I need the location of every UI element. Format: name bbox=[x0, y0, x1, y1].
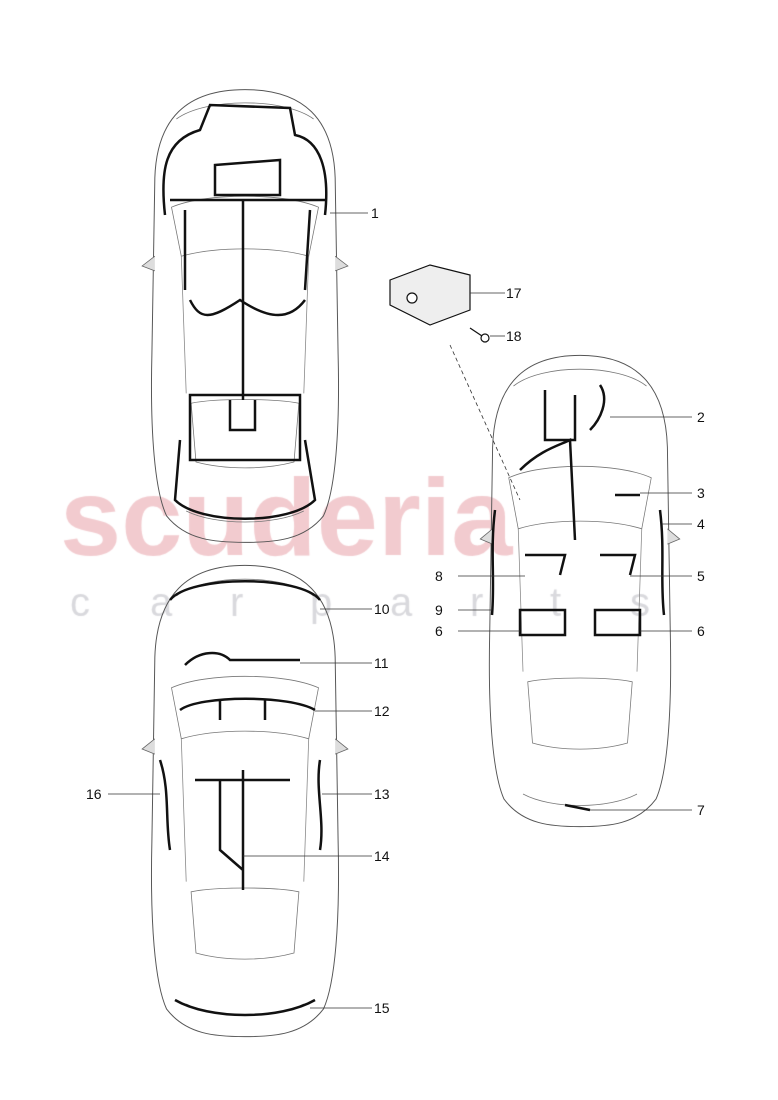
callout-13: 13 bbox=[374, 786, 390, 802]
harness-10-16 bbox=[158, 580, 323, 1017]
car-bottom-left bbox=[141, 564, 349, 1038]
callout-5: 5 bbox=[697, 568, 705, 584]
callout-3: 3 bbox=[697, 485, 705, 501]
control-unit-17 bbox=[389, 264, 471, 326]
callout-8: 8 bbox=[435, 568, 443, 584]
callout-11: 11 bbox=[374, 655, 389, 671]
callout-16: 16 bbox=[86, 786, 102, 802]
callout-12: 12 bbox=[374, 703, 390, 719]
callout-2: 2 bbox=[697, 409, 705, 425]
callout-4: 4 bbox=[697, 516, 705, 532]
callout-10: 10 bbox=[374, 601, 390, 617]
harness-1 bbox=[162, 103, 328, 520]
car-right bbox=[479, 354, 681, 828]
callout-9: 9 bbox=[435, 602, 443, 618]
callout-7: 7 bbox=[697, 802, 705, 818]
callout-17: 17 bbox=[506, 285, 522, 301]
callout-6-right: 6 bbox=[697, 623, 705, 639]
harness-2-9 bbox=[490, 384, 666, 812]
callout-15: 15 bbox=[374, 1000, 390, 1016]
callout-18: 18 bbox=[506, 328, 522, 344]
callout-6-left: 6 bbox=[435, 623, 443, 639]
car-top-left bbox=[141, 89, 349, 543]
screw-18 bbox=[469, 327, 490, 343]
callout-14: 14 bbox=[374, 848, 390, 864]
leader-lines bbox=[108, 212, 692, 1009]
callout-1: 1 bbox=[371, 205, 379, 221]
